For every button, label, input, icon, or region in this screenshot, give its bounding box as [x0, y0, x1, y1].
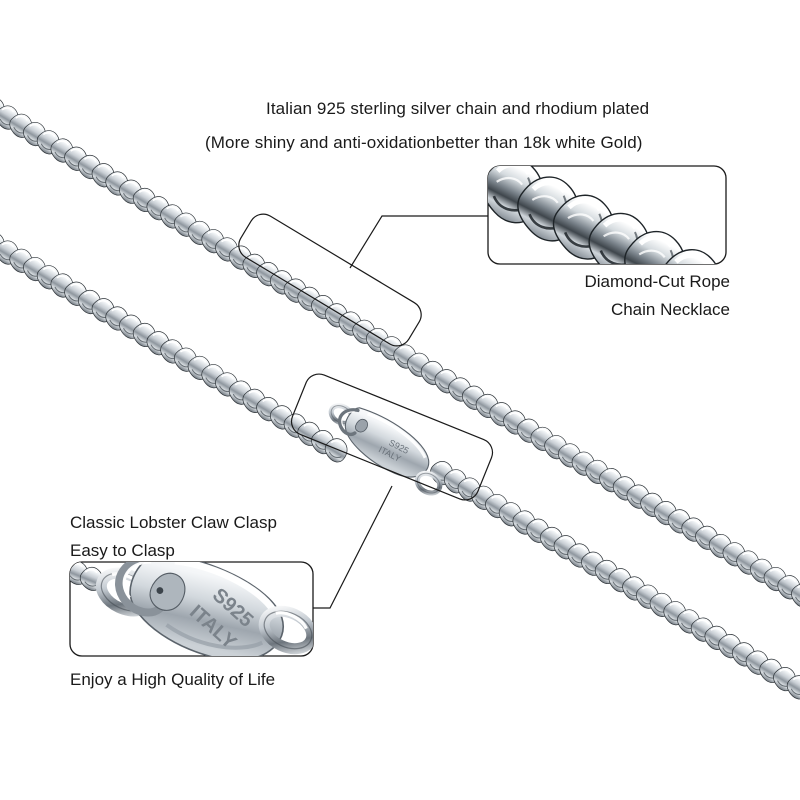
header-line-2: (More shiny and anti-oxidationbetter tha… — [205, 133, 643, 152]
clasp-callout-label-line-2: Easy to Clasp — [70, 541, 175, 560]
chain-strands: S925 ITALY — [0, 92, 800, 712]
rope-selection-box — [238, 213, 422, 347]
rope-leader-line — [349, 215, 488, 269]
inline-lobster-clasp: S925 ITALY — [328, 403, 443, 496]
header-line-1: Italian 925 sterling silver chain and rh… — [266, 99, 650, 118]
clasp-selection-box — [290, 373, 494, 501]
clasp-leader-line — [313, 485, 393, 609]
rope-closeup-inset — [487, 165, 727, 265]
rope-callout-label-line-2: Chain Necklace — [610, 300, 730, 319]
rope-callout-label: Diamond-Cut Rope Chain Necklace — [508, 268, 730, 324]
footer-tagline: Enjoy a High Quality of Life — [70, 670, 276, 689]
clasp-callout-label-line-1: Classic Lobster Claw Clasp — [70, 513, 277, 532]
clasp-callout-label: Classic Lobster Claw Clasp Easy to Clasp — [70, 509, 400, 565]
rope-callout-label-line-1: Diamond-Cut Rope — [584, 272, 730, 291]
clasp-closeup-inset: S925 ITALY — [69, 561, 314, 657]
